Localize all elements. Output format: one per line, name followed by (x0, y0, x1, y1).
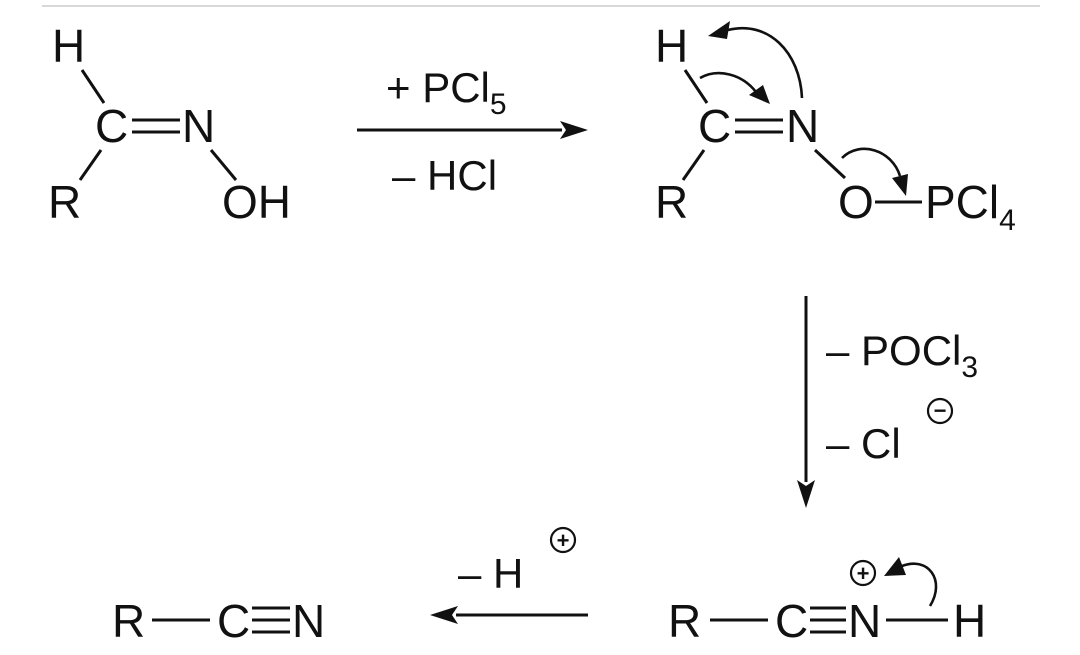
svg-text:+: + (557, 528, 570, 553)
atom-h: H (655, 20, 688, 72)
atom-r: R (668, 595, 701, 647)
atom-oh: OH (222, 176, 291, 228)
curly-arrowhead (884, 557, 906, 576)
atom-r: R (48, 176, 81, 228)
atom-o: O (838, 176, 874, 228)
bond-c-r (78, 149, 103, 181)
byproduct-chloride: – Cl (826, 420, 901, 467)
curly-arrowhead (708, 21, 730, 39)
curly-arrow-nh-to-n (901, 562, 938, 607)
group-pcl4: PCl4 (925, 176, 1016, 237)
nitrilium-ion: R C N H + (668, 557, 986, 647)
atom-c: C (217, 595, 250, 647)
atom-n: N (786, 100, 819, 152)
atom-h: H (953, 595, 986, 647)
atom-r: R (112, 595, 145, 647)
curly-arrowhead (749, 85, 770, 104)
bond-h-c (683, 69, 709, 104)
reaction-arrow-step1 (357, 121, 588, 139)
intermediate-molecule: H C N R O PCl4 (655, 20, 1016, 237)
negative-charge: − (926, 397, 954, 425)
atom-n: N (182, 100, 215, 152)
reaction-arrow-step2 (797, 296, 815, 508)
byproduct-pocl3: – POCl3 (826, 327, 978, 384)
atom-r: R (655, 176, 688, 228)
bond-c-r (681, 149, 706, 181)
atom-n: N (292, 595, 325, 647)
reagent-pcl5: + PCl5 (386, 64, 507, 121)
curly-arrowhead (892, 174, 908, 196)
svg-text:−: − (934, 398, 947, 423)
curly-arrow-ch-to-cn (699, 71, 758, 93)
svg-text:+: + (857, 561, 870, 586)
atom-c: C (95, 100, 128, 152)
bond-h-c (80, 69, 106, 104)
reaction-arrow-step3 (430, 606, 588, 624)
curly-arrow-n-to-h (727, 27, 804, 99)
atom-c: C (698, 100, 731, 152)
bond-n-o (813, 148, 847, 180)
atom-h: H (52, 20, 85, 72)
nitrile-product: R C N (112, 595, 325, 647)
byproduct-hcl: – HCl (392, 152, 497, 199)
bond-n-o (209, 149, 238, 181)
positive-charge: + (549, 526, 577, 554)
positive-charge: + (849, 559, 877, 587)
aldoxime-molecule: H C N R OH (48, 20, 291, 228)
curly-arrow-no-to-op (841, 147, 902, 177)
byproduct-proton: – H (458, 550, 523, 597)
atom-n: N (848, 595, 881, 647)
atom-c: C (775, 595, 808, 647)
